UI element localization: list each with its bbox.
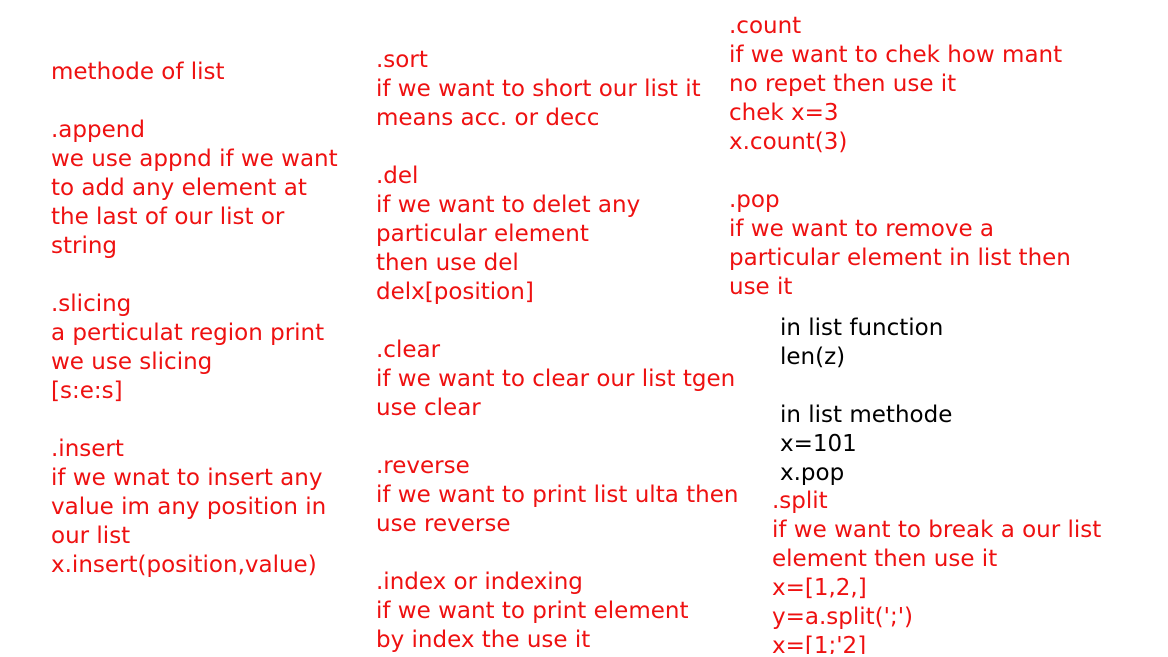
insert-heading: .insert — [51, 436, 124, 462]
del-heading: .del — [376, 163, 419, 189]
count-line: chek x=3 — [729, 100, 839, 126]
pop-line: particular element in list then — [729, 245, 1071, 271]
count-heading: .count — [729, 13, 802, 39]
del-line: if we want to delet any — [376, 192, 641, 218]
reverse-section: .reverse if we want to print list ulta t… — [376, 452, 738, 539]
split-line: x=[1;'2] — [772, 633, 867, 654]
sort-heading: .sort — [376, 47, 428, 73]
clear-line: use clear — [376, 395, 481, 421]
index-heading: .index or indexing — [376, 569, 583, 595]
split-line: x=[1,2,] — [772, 575, 867, 601]
function-note-line: len(z) — [780, 344, 846, 370]
append-section: .append we use appnd if we want to add a… — [51, 116, 338, 261]
reverse-line: if we want to print list ulta then — [376, 482, 739, 508]
sort-line: means acc. or decc — [376, 105, 600, 131]
count-line: x.count(3) — [729, 129, 848, 155]
del-line: then use del — [376, 250, 519, 276]
clear-heading: .clear — [376, 337, 441, 363]
del-section: .del if we want to delet any particular … — [376, 162, 640, 307]
del-line: particular element — [376, 221, 589, 247]
count-line: no repet then use it — [729, 71, 957, 97]
list-method-note: in list methode x=101 x.pop — [780, 401, 952, 488]
slicing-line: a perticulat region print — [51, 320, 325, 346]
slicing-line: we use slicing — [51, 349, 213, 375]
count-line: if we want to chek how mant — [729, 42, 1063, 68]
pop-line: if we want to remove a — [729, 216, 995, 242]
insert-line: x.insert(position,value) — [51, 552, 317, 578]
slicing-heading: .slicing — [51, 291, 132, 317]
append-line: to add any element at — [51, 175, 307, 201]
insert-section: .insert if we wnat to insert any value i… — [51, 435, 326, 580]
index-line: if we want to print element — [376, 598, 689, 624]
append-line: the last of our list or — [51, 204, 285, 230]
pop-heading: .pop — [729, 187, 780, 213]
pop-line: use it — [729, 274, 793, 300]
reverse-line: use reverse — [376, 511, 511, 537]
append-line: string — [51, 233, 118, 259]
method-note-line: in list methode — [780, 402, 953, 428]
column-1-title: methode of list — [51, 58, 225, 87]
index-section: .index or indexing if we want to print e… — [376, 568, 688, 655]
sort-section: .sort if we want to short our list it me… — [376, 46, 701, 133]
method-note-line: x.pop — [780, 460, 845, 486]
slicing-section: .slicing a perticulat region print we us… — [51, 290, 324, 406]
slicing-line: [s:e:s] — [51, 378, 123, 404]
append-heading: .append — [51, 117, 145, 143]
split-line: if we want to break a our list — [772, 517, 1102, 543]
insert-line: value im any position in — [51, 494, 327, 520]
append-line: we use appnd if we want — [51, 146, 338, 172]
pop-section: .pop if we want to remove a particular e… — [729, 186, 1071, 302]
sort-line: if we want to short our list it — [376, 76, 701, 102]
list-function-note: in list function len(z) — [780, 314, 943, 372]
method-note-line: x=101 — [780, 431, 857, 457]
insert-line: our list — [51, 523, 131, 549]
reverse-heading: .reverse — [376, 453, 470, 479]
split-section: .split if we want to break a our list el… — [772, 487, 1101, 654]
split-heading: .split — [772, 488, 828, 514]
split-line: element then use it — [772, 546, 998, 572]
count-section: .count if we want to chek how mant no re… — [729, 12, 1062, 157]
clear-section: .clear if we want to clear our list tgen… — [376, 336, 735, 423]
clear-line: if we want to clear our list tgen — [376, 366, 736, 392]
split-line: y=a.split(';') — [772, 604, 914, 630]
notes-title: methode of list — [51, 59, 225, 85]
insert-line: if we wnat to insert any — [51, 465, 323, 491]
function-note-line: in list function — [780, 315, 944, 341]
index-line: by index the use it — [376, 627, 591, 653]
del-line: delx[position] — [376, 279, 534, 305]
